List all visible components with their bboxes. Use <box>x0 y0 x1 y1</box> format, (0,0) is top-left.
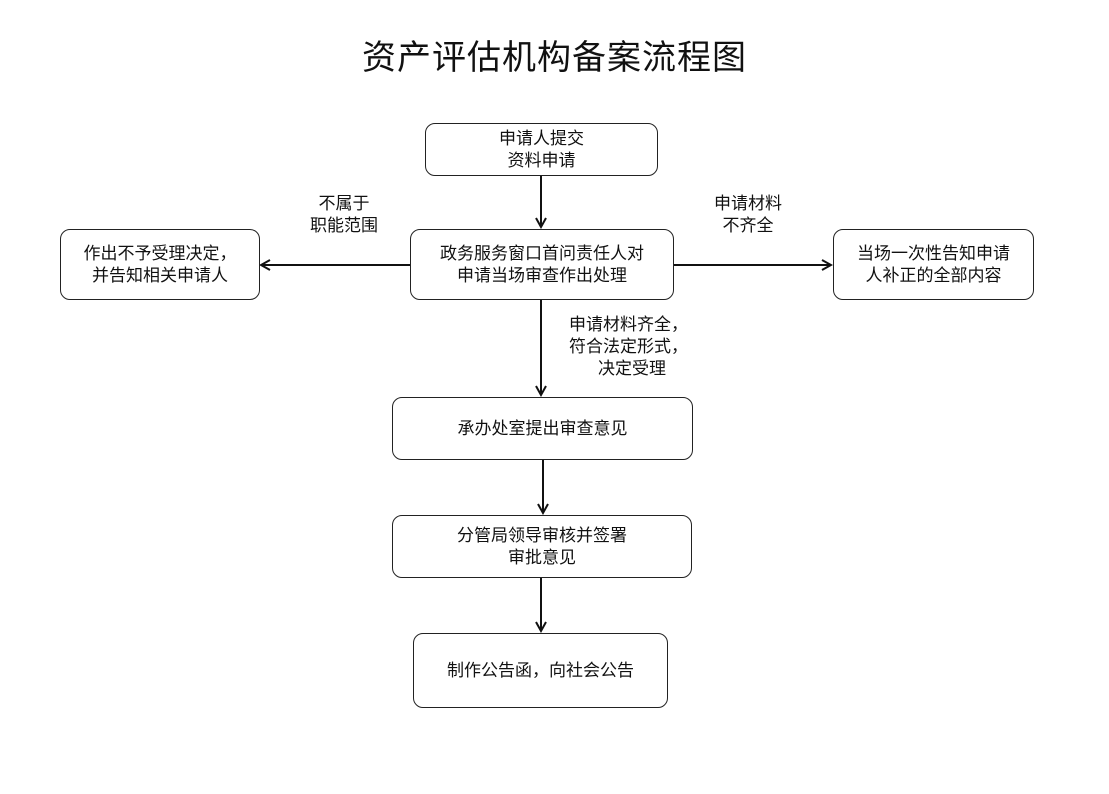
node-supplement-line1: 当场一次性告知申请 <box>857 243 1010 264</box>
node-publish-line1: 制作公告函，向社会公告 <box>447 660 634 681</box>
node-window: 政务服务窗口首问责任人对 申请当场审查作出处理 <box>410 229 674 300</box>
node-approve-line2: 审批意见 <box>508 547 576 568</box>
page-title: 资产评估机构备案流程图 <box>362 38 747 78</box>
edge-label-accepted: 申请材料齐全， 符合法定形式， 决定受理 <box>548 314 688 380</box>
node-publish: 制作公告函，向社会公告 <box>413 633 668 708</box>
node-submit: 申请人提交 资料申请 <box>425 123 658 176</box>
node-window-line1: 政务服务窗口首问责任人对 <box>440 243 644 264</box>
node-submit-line1: 申请人提交 <box>499 128 584 149</box>
edge-label-out-of-scope: 不属于 职能范围 <box>296 193 392 237</box>
node-approve-line1: 分管局领导审核并签署 <box>457 525 627 546</box>
node-reject: 作出不予受理决定， 并告知相关申请人 <box>60 229 260 300</box>
edge-label-incomplete-line2: 不齐全 <box>722 216 774 236</box>
edge-label-accepted-line3: 决定受理 <box>598 359 666 379</box>
edge-label-accepted-line2: 符合法定形式， <box>569 337 688 357</box>
node-supplement: 当场一次性告知申请 人补正的全部内容 <box>833 229 1034 300</box>
node-reject-line1: 作出不予受理决定， <box>83 243 237 264</box>
node-window-line2: 申请当场审查作出处理 <box>457 265 627 286</box>
edge-label-incomplete: 申请材料 不齐全 <box>700 193 796 237</box>
node-submit-line2: 资料申请 <box>507 150 576 171</box>
node-approve: 分管局领导审核并签署 审批意见 <box>392 515 692 578</box>
edge-label-out-of-scope-line1: 不属于 <box>318 194 370 214</box>
node-review-line1: 承办处室提出审查意见 <box>457 418 628 439</box>
node-review: 承办处室提出审查意见 <box>392 397 693 460</box>
edge-label-out-of-scope-line2: 职能范围 <box>310 216 378 236</box>
node-reject-line2: 并告知相关申请人 <box>92 265 228 286</box>
edge-label-incomplete-line1: 申请材料 <box>714 194 782 214</box>
node-supplement-line2: 人补正的全部内容 <box>865 265 1002 286</box>
edge-label-accepted-line1: 申请材料齐全， <box>569 315 688 335</box>
